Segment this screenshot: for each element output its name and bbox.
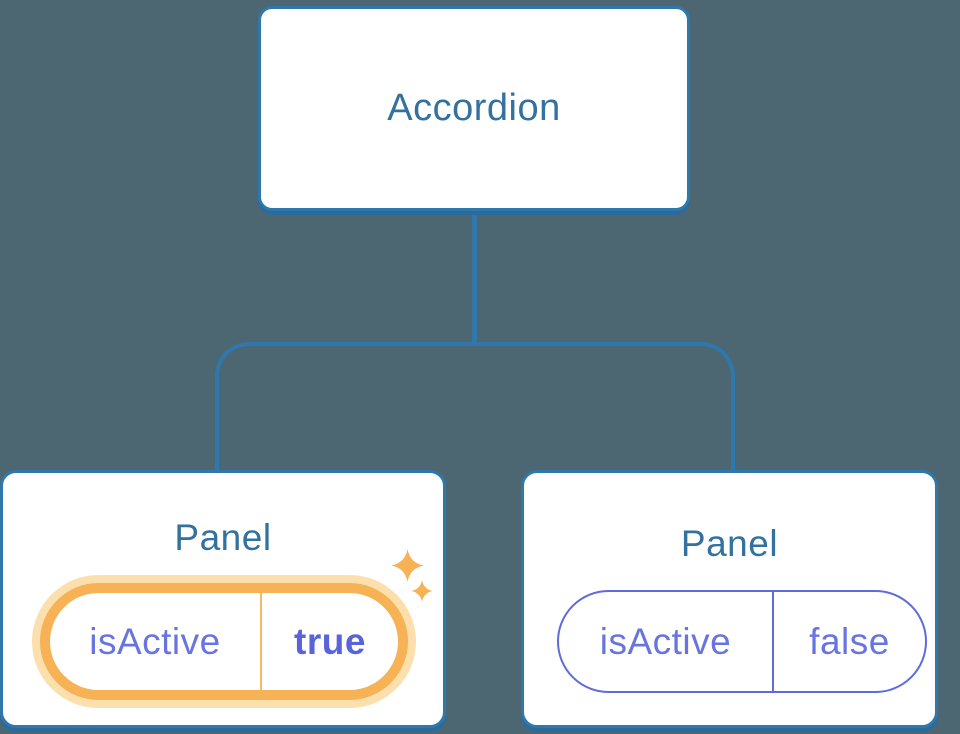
state-value-label: false [809, 620, 890, 662]
panel-title: Panel [174, 517, 272, 558]
state-pill-inactive: isActive false [557, 590, 927, 693]
state-key-label: isActive [89, 620, 221, 662]
panel-title: Panel [680, 523, 779, 564]
state-pill-active: isActive true [40, 583, 408, 700]
accordion-node: Accordion [258, 6, 690, 211]
trunk-connector-line [472, 208, 477, 346]
panel-node-active: Panel isActive true [0, 470, 446, 728]
state-key-label: isActive [599, 620, 732, 662]
state-value-label: true [294, 620, 366, 662]
pill-divider [260, 593, 262, 690]
branch-connector-line [215, 342, 735, 474]
panel-node-inactive: Panel isActive false [521, 470, 938, 728]
sparkle-icon-small [411, 580, 433, 602]
sparkle-icon-large [391, 549, 424, 582]
accordion-label: Accordion [387, 87, 561, 129]
pill-divider [772, 592, 774, 691]
